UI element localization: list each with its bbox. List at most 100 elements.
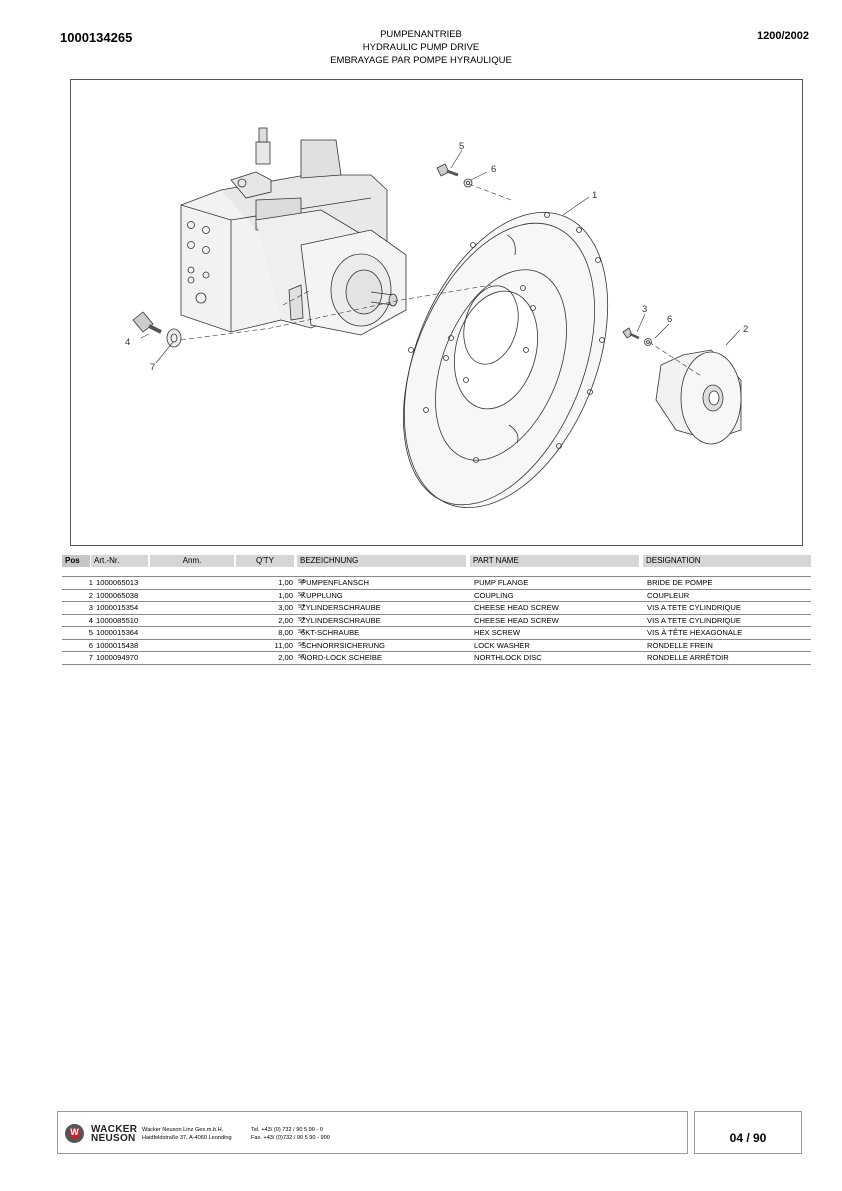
callout-2: 2	[743, 324, 748, 335]
row-pos: 3	[88, 603, 93, 612]
row-unit: ST	[298, 604, 306, 610]
row-art-nr: 1000015354	[96, 603, 139, 612]
table-row: 7 1000094970 2,00 ST NORD-LOCK SCHEIBE N…	[62, 652, 811, 665]
row-bezeichnung: KUPPLUNG	[301, 590, 343, 600]
row-unit: ST	[298, 629, 306, 635]
company-address: Wacker Neuson Linz Ges.m.b.H. Haidfeldst…	[142, 1127, 232, 1142]
row-art-nr: 1000015364	[96, 628, 139, 637]
title-german: PUMPENANTRIEB	[380, 29, 462, 40]
company-name: Wacker Neuson Linz Ges.m.b.H.	[142, 1127, 224, 1133]
table-row: 5 1000015364 8,00 ST 6KT-SCHRAUBE HEX SC…	[62, 627, 811, 640]
header-pos: Pos	[62, 555, 90, 567]
row-part-name: PUMP FLANGE	[474, 578, 529, 587]
wacker-logo-icon	[65, 1124, 84, 1143]
brand-name: WACKER NEUSON	[91, 1124, 138, 1144]
row-part-name: COUPLING	[474, 590, 514, 600]
title-french: EMBRAYAGE PAR POMPE HYRAULIQUE	[330, 55, 512, 66]
title-block: PUMPENANTRIEB HYDRAULIC PUMP DRIVE EMBRA…	[0, 28, 842, 67]
row-art-nr: 1000015438	[96, 640, 139, 650]
pump-flange	[402, 211, 609, 509]
row-designation: VIS A TETE CYLINDRIQUE	[647, 603, 741, 612]
row-pos: 2	[88, 590, 93, 600]
header-anm: Anm.	[150, 555, 234, 567]
row-designation: RONDELLE ARRÊTOIR	[647, 653, 729, 662]
row-pos: 1	[88, 578, 93, 587]
row-unit: ST	[298, 616, 306, 623]
row-pos: 5	[88, 628, 93, 637]
logo-letter: W	[70, 1127, 79, 1137]
page-number: 04 / 90	[729, 1131, 767, 1145]
document-number: 1000134265	[60, 30, 133, 45]
row-unit: ST	[298, 641, 306, 648]
row-qty: 1,00	[278, 590, 293, 600]
company-street: Haidfeldstraße 37, A-4060 Leonding	[142, 1134, 232, 1141]
row-art-nr: 1000065038	[96, 590, 139, 600]
fax-number: Fax. +43/ (0)732 / 90 5 90 - 900	[251, 1134, 330, 1141]
phone-number: Tel. +43/ (0) 732 / 90 5 90 - 0	[251, 1127, 323, 1133]
row-pos: 6	[88, 640, 93, 650]
row-bezeichnung: ZYLINDERSCHRAUBE	[301, 603, 381, 612]
header-bezeichnung: BEZEICHNUNG	[297, 555, 466, 567]
row-art-nr: 1000085510	[96, 615, 139, 625]
callout-1: 1	[592, 190, 597, 201]
brand-line-2: NEUSON	[91, 1133, 136, 1144]
leader-lines	[140, 149, 741, 364]
callout-6-top: 6	[491, 164, 496, 175]
row-unit: ST	[298, 591, 306, 598]
row-part-name: LOCK WASHER	[474, 640, 530, 650]
header-qty: Q'TY	[236, 555, 294, 567]
table-row: 2 1000065038 1,00 ST KUPPLUNG COUPLING C…	[62, 590, 811, 602]
footer: W WACKER NEUSON Wacker Neuson Linz Ges.m…	[57, 1111, 688, 1154]
row-designation: RONDELLE FREIN	[647, 640, 713, 650]
row-part-name: CHEESE HEAD SCREW	[474, 603, 559, 612]
row-part-name: HEX SCREW	[474, 628, 520, 637]
exploded-view-svg: 1 2 3 4 5 6 6 7	[125, 127, 748, 509]
row-qty: 8,00	[278, 628, 293, 637]
row-designation: COUPLEUR	[647, 590, 690, 600]
row-designation: VIS À TÊTE HEXAGONALE	[647, 628, 743, 637]
row-unit: ST	[298, 654, 306, 660]
fasteners	[132, 163, 652, 348]
row-designation: VIS A TETE CYLINDRIQUE	[647, 615, 741, 625]
table-row: 6 1000015438 11,00 ST SCHNORRSICHERUNG L…	[62, 640, 811, 652]
row-qty: 2,00	[278, 653, 293, 662]
title-english: HYDRAULIC PUMP DRIVE	[362, 42, 480, 53]
row-qty: 11,00	[274, 640, 293, 650]
row-designation: BRIDE DE POMPE	[647, 578, 713, 587]
row-pos: 7	[88, 653, 93, 662]
header-part-name: PART NAME	[470, 555, 639, 567]
row-art-nr: 1000094970	[96, 653, 139, 662]
parts-table: Pos Art.-Nr. Anm. Q'TY BEZEICHNUNG PART …	[62, 555, 811, 665]
hydraulic-pump	[180, 127, 407, 336]
row-pos: 4	[88, 615, 93, 625]
exploded-view-drawing: 1 2 3 4 5 6 6 7	[70, 79, 803, 546]
row-part-name: NORTHLOCK DISC	[474, 653, 542, 662]
page-number-box: 04 / 90	[694, 1111, 802, 1154]
table-body: 1 1000065013 1,00 ST PUMPENFLANSCH PUMP …	[62, 576, 811, 665]
header-art-nr: Art.-Nr.	[91, 555, 148, 567]
contact-info: Tel. +43/ (0) 732 / 90 5 90 - 0 Fax. +43…	[251, 1127, 330, 1142]
row-unit: ST	[298, 579, 306, 585]
row-qty: 3,00	[278, 603, 293, 612]
callout-5: 5	[459, 141, 464, 152]
callout-6-right: 6	[667, 314, 672, 325]
row-bezeichnung: PUMPENFLANSCH	[301, 578, 369, 587]
row-art-nr: 1000065013	[96, 578, 139, 587]
row-bezeichnung: ZYLINDERSCHRAUBE	[301, 615, 381, 625]
table-row: 3 1000015354 3,00 ST ZYLINDERSCHRAUBE CH…	[62, 602, 811, 615]
table-header: Pos Art.-Nr. Anm. Q'TY BEZEICHNUNG PART …	[62, 555, 811, 567]
brand-line-1: WACKER	[91, 1124, 138, 1135]
row-qty: 2,00	[278, 615, 293, 625]
callout-3: 3	[642, 304, 647, 315]
row-bezeichnung: 6KT-SCHRAUBE	[301, 628, 360, 637]
row-part-name: CHEESE HEAD SCREW	[474, 615, 559, 625]
callout-7: 7	[150, 362, 155, 373]
header-designation: DESIGNATION	[643, 555, 811, 567]
coupling	[655, 349, 742, 445]
row-bezeichnung: SCHNORRSICHERUNG	[301, 640, 385, 650]
table-row: 4 1000085510 2,00 ST ZYLINDERSCHRAUBE CH…	[62, 615, 811, 627]
row-qty: 1,00	[278, 578, 293, 587]
assembly-lines	[180, 183, 702, 377]
callout-4: 4	[125, 337, 130, 348]
row-bezeichnung: NORD-LOCK SCHEIBE	[301, 653, 383, 662]
